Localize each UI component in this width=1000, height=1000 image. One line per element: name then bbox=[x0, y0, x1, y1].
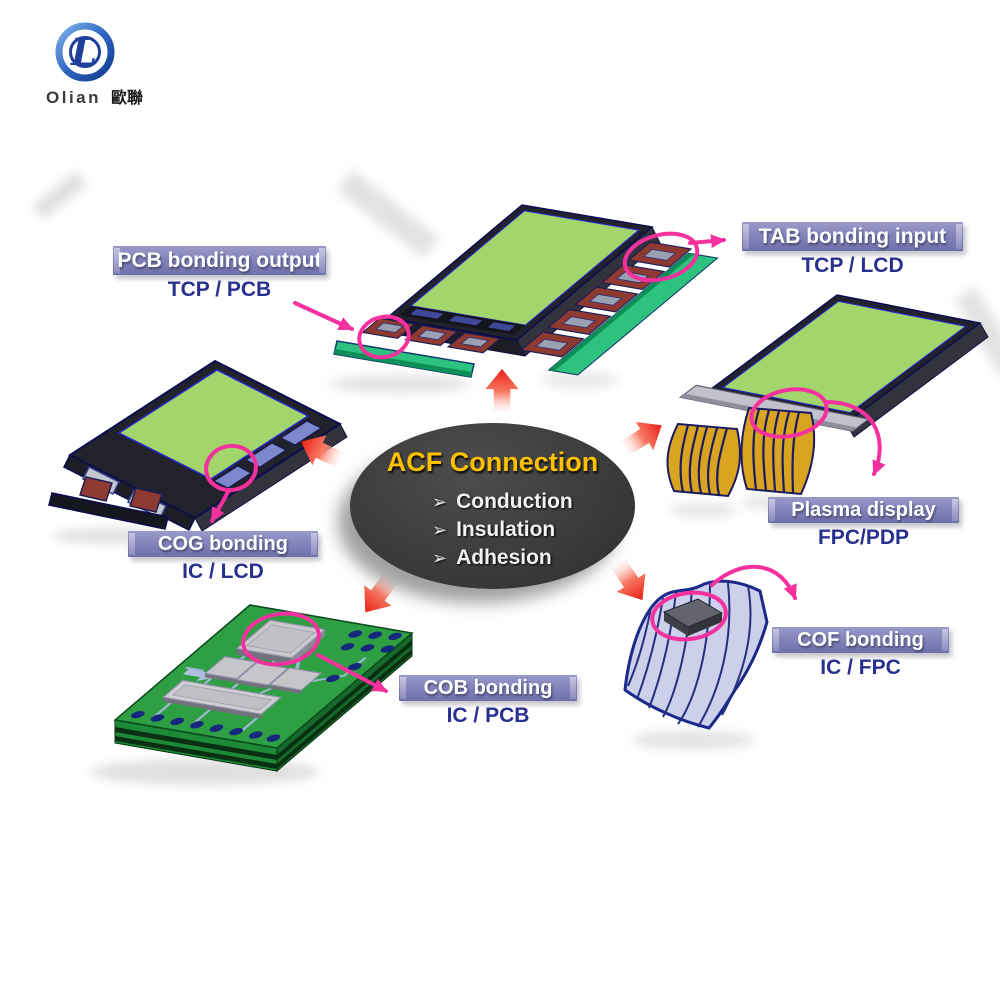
plasma-panel bbox=[666, 294, 989, 498]
pink-annotations bbox=[204, 231, 886, 693]
pcb-output-bar: PCB bonding output bbox=[113, 246, 326, 275]
pointer-arrow-cof bbox=[710, 564, 797, 600]
pointer-arrow-plasma bbox=[824, 400, 886, 476]
red-arrow-down-left bbox=[351, 567, 406, 623]
cof-title: COF bonding bbox=[797, 628, 924, 651]
brand-name: Olian bbox=[46, 88, 102, 107]
olian-logo: L Olian 歐聯 bbox=[28, 12, 188, 107]
highlight-circle-pcb-output bbox=[357, 314, 411, 360]
label-cog-bonding: COG bonding IC / LCD bbox=[128, 531, 318, 584]
bullet-text: Adhesion bbox=[456, 546, 552, 569]
red-arrow-up bbox=[485, 368, 519, 412]
highlight-circle-tab-input bbox=[622, 231, 700, 283]
film-sheet bbox=[623, 579, 769, 730]
pcb-via-dots bbox=[131, 630, 402, 742]
label-plasma-display: Plasma display FPC/PDP bbox=[768, 497, 959, 550]
cof-subtitle: IC / FPC bbox=[820, 656, 901, 679]
plasma-title: Plasma display bbox=[791, 498, 936, 521]
logo-monogram: L bbox=[70, 30, 97, 74]
bullet-arrow-icon: ➢ bbox=[432, 491, 448, 512]
tcp-chips-output bbox=[361, 317, 502, 354]
cob-medium-chips bbox=[203, 656, 323, 694]
red-arrow-right bbox=[617, 411, 671, 462]
acf-bullet-list: ➢ Conduction ➢ Insulation ➢ Adhesion bbox=[432, 488, 573, 572]
bullet-text: Insulation bbox=[456, 518, 556, 541]
label-pcb-bonding-output: PCB bonding output TCP / PCB bbox=[113, 246, 326, 302]
bullet-conduction: ➢ Conduction bbox=[432, 488, 573, 516]
plasma-subtitle: FPC/PDP bbox=[817, 526, 909, 549]
plasma-screen bbox=[721, 300, 968, 414]
acf-connection-ellipse: ACF Connection ➢ Conduction ➢ Insulation… bbox=[350, 423, 635, 589]
cob-big-chip bbox=[235, 619, 327, 665]
cob-title: COB bonding bbox=[423, 676, 553, 699]
cof-chip bbox=[662, 598, 724, 636]
cob-long-chip bbox=[161, 679, 283, 719]
brand-name-cjk: 歐聯 bbox=[111, 90, 144, 107]
olian-logo-mark: L bbox=[55, 22, 115, 82]
cog-subtitle: IC / LCD bbox=[182, 560, 264, 583]
plasma-bar: Plasma display bbox=[768, 497, 959, 523]
cof-bar: COF bonding bbox=[772, 627, 949, 653]
cob-bar: COB bonding bbox=[399, 675, 577, 701]
pointer-arrow-tab-input bbox=[688, 234, 726, 249]
highlight-circle-cob bbox=[241, 611, 321, 667]
pcb-output-subtitle: TCP / PCB bbox=[167, 278, 272, 301]
bullet-adhesion: ➢ Adhesion bbox=[432, 544, 573, 572]
pcb-board-cob bbox=[113, 604, 414, 773]
lcd-panel-cog bbox=[48, 359, 348, 532]
bullet-arrow-icon: ➢ bbox=[432, 547, 448, 568]
red-arrow-down-right bbox=[604, 554, 657, 610]
cog-flex-connectors bbox=[79, 476, 163, 513]
tab-pcb-strip-right bbox=[547, 252, 719, 376]
cog-pcb-bar bbox=[48, 492, 169, 530]
cog-title: COG bonding bbox=[158, 532, 288, 555]
pointer-arrow-pcb-output bbox=[293, 301, 354, 331]
bullet-text: Conduction bbox=[456, 490, 573, 513]
cof-film bbox=[623, 579, 769, 730]
tab-input-title: TAB bonding input bbox=[758, 224, 947, 248]
tab-input-subtitle: TCP / LCD bbox=[801, 254, 904, 277]
pointer-arrow-cog bbox=[210, 490, 230, 523]
label-cob-bonding: COB bonding IC / PCB bbox=[399, 675, 577, 728]
bullet-arrow-icon: ➢ bbox=[432, 519, 448, 540]
tab-chips-input bbox=[520, 241, 693, 358]
highlight-circle-plasma bbox=[749, 387, 829, 439]
label-cof-bonding: COF bonding IC / FPC bbox=[772, 627, 949, 680]
pcb-output-title: PCB bonding output bbox=[117, 248, 322, 272]
cob-subtitle: IC / PCB bbox=[446, 704, 530, 727]
acf-title: ACF Connection bbox=[386, 447, 599, 477]
highlight-circle-cog bbox=[204, 443, 258, 493]
tab-input-bar: TAB bonding input bbox=[742, 222, 963, 251]
bullet-insulation: ➢ Insulation bbox=[432, 516, 573, 544]
fpc-ribbon-left bbox=[666, 422, 741, 498]
pointer-arrow-cob bbox=[316, 653, 388, 693]
label-tab-bonding-input: TAB bonding input TCP / LCD bbox=[742, 222, 963, 278]
highlight-circle-cof bbox=[650, 590, 728, 642]
cog-bar: COG bonding bbox=[128, 531, 318, 557]
logo-text: Olian 歐聯 bbox=[46, 84, 143, 108]
